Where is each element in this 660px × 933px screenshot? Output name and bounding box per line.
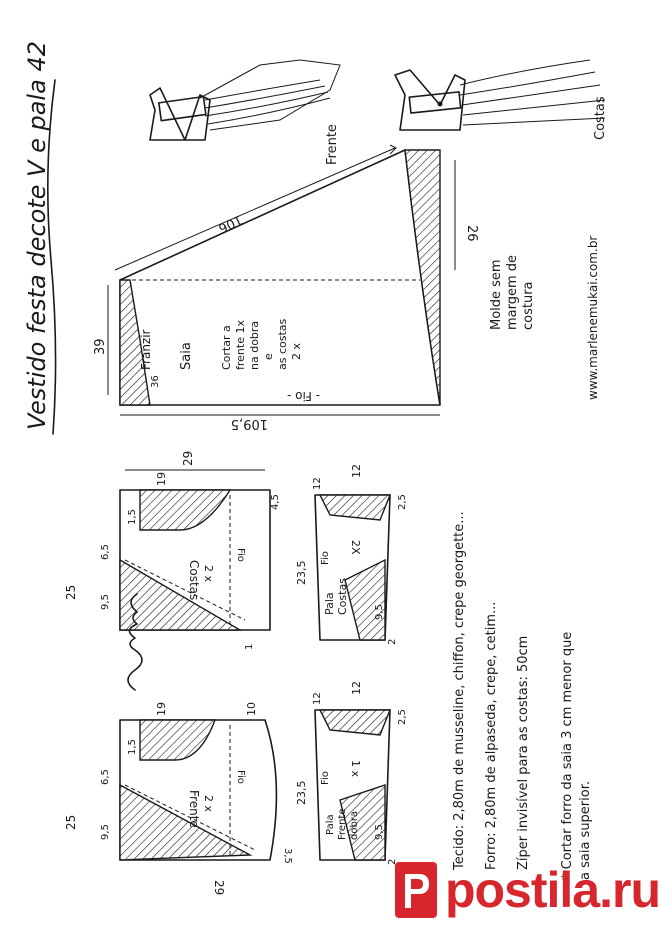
back-figure-label: Costas (593, 96, 608, 140)
label-frente_bodice-d95: 9,5 (100, 824, 111, 840)
label-skirt-cut-0: Cortar a (220, 325, 233, 370)
skirt-grain: - Fio - (287, 389, 320, 403)
label-costas_bodice-d1: 1 (244, 644, 255, 650)
label-frente_bodice-name-0: Frente (187, 790, 201, 828)
title-block: Vestido festa decote V e pala 42 (23, 41, 57, 435)
material-notes: Tecido: 2,80m de musseline, chiffon, cre… (452, 511, 531, 871)
label-skirt-cut-1: frente 1x (234, 320, 247, 370)
label-pala_costas-name-0: Pala (323, 592, 336, 615)
label-labels-molde_note-0: Molde sem (489, 259, 504, 330)
title-underline (47, 79, 57, 435)
skirt-name: Saia (179, 342, 194, 370)
label-frente_bodice-d25: 25 (64, 815, 78, 830)
label-costas_bodice-d29: 29 (181, 451, 195, 466)
costas-bodice-pattern: 29 19 1,5 6,5 25 9,5 4,5 1 Fio Costas 2 … (64, 451, 281, 650)
skirt-pattern: 106 26 39 109,5 Franzir 36 - Fio - Saia … (93, 144, 479, 431)
front-figure-label: Frente (325, 124, 340, 165)
label-skirt-cut-5: 2 x (290, 343, 303, 360)
label-pala_frente-count: 1 x (349, 760, 362, 777)
label-frente_bodice-d19: 19 (155, 702, 168, 716)
label-labels-molde_note-2: costura (521, 281, 536, 330)
note-tecido: Tecido: 2,80m de musseline, chiffon, cre… (452, 511, 467, 871)
label-frente_bodice-d35: 3,5 (282, 848, 293, 864)
note-ziper: Zíper invisível para as costas: 50cm (516, 636, 531, 870)
label-skirt-cut-2: na dobra (248, 321, 261, 370)
pala-costas-pattern: 12 12 23,5 2,5 9,5 2 Fio Pala Costas 2X (295, 464, 408, 645)
label-frente_bodice-grain: Fio (235, 770, 246, 784)
skirt-length-top: 106 (216, 211, 245, 235)
label-pala_frente-name-1: Frente (337, 809, 348, 840)
label-pala_frente-d2: 2 (387, 859, 398, 865)
molde-note: Molde sem margem de costura (489, 255, 536, 330)
pala-frente-pattern: 12 12 23,5 2,5 9,5 2 Fio Pala Frente dob… (295, 681, 408, 865)
label-costas_bodice-d95: 9,5 (100, 594, 111, 610)
label-pala_costas-d25: 2,5 (397, 494, 408, 510)
label-pala_costas-count: 2X (349, 540, 362, 555)
label-frente_bodice-d15: 1,5 (127, 739, 138, 755)
website-link: www.marlenemukai.com.br (586, 236, 600, 400)
label-costas_bodice-d25: 25 (64, 585, 78, 600)
dress-back-illustration: Costas (394, 59, 608, 140)
label-pala_frente-grain: Fio (320, 771, 331, 785)
label-frente_bodice-d65: 6,5 (100, 769, 111, 785)
note-forro: Forro: 2,80m de alpaseda, crepe, cetim..… (484, 602, 499, 870)
label-frente_bodice-d29: 29 (212, 880, 226, 895)
label-pala_frente-d12a: 12 (312, 692, 323, 705)
label-pala_frente-name-2: dobra (349, 811, 360, 840)
label-frente_bodice-name-1: 2 x (202, 795, 215, 812)
watermark-text: postila.ru (444, 861, 660, 918)
label-pala_costas-grain: Fio (320, 551, 331, 565)
lining-note: * Cortar forro da saia 3 cm menor que a … (560, 632, 593, 880)
label-pala_frente-d25: 2,5 (397, 709, 408, 725)
label-costas_bodice-d19: 19 (155, 472, 168, 486)
label-pala_frente-d235: 23,5 (295, 781, 308, 806)
skirt-left-dim: 39 (93, 338, 108, 355)
signature (127, 593, 143, 691)
frente-bodice-pattern: 19 10 1,5 6,5 25 9,5 29 3,5 Fio Frente 2… (64, 702, 293, 895)
label-costas_bodice-d65: 6,5 (100, 544, 111, 560)
label-pala_frente-name-0: Pala (325, 814, 336, 835)
watermark: postila.ru (395, 846, 660, 933)
label-pala_costas-d12a: 12 (312, 477, 323, 490)
label-pala_costas-d235: 23,5 (295, 561, 308, 586)
skirt-bottom-dim: 109,5 (231, 416, 268, 431)
label-pala_costas-d95: 9,5 (374, 604, 385, 620)
label-costas_bodice-grain: Fio (235, 548, 246, 562)
label-costas_bodice-name-0: Costas (187, 560, 201, 600)
label-pala_costas-d12b: 12 (350, 464, 363, 478)
label-pala_costas-d2: 2 (387, 639, 398, 645)
label-costas_bodice-name-1: 2 x (202, 565, 215, 582)
skirt-small-dim: 36 (150, 375, 161, 388)
label-costas_bodice-d45: 4,5 (270, 494, 281, 510)
skirt-hatch-right (404, 149, 441, 406)
watermark-logo-icon (395, 861, 437, 918)
label-skirt-cut-4: as costas (276, 318, 289, 370)
dress-front-illustration: Frente (149, 59, 341, 165)
label-pala_frente-d12b: 12 (350, 681, 363, 695)
label-skirt-cut-3: e (262, 353, 275, 360)
label-pala_frente-d95: 9,5 (374, 824, 385, 840)
skirt-franzir: Franzir (139, 329, 153, 370)
label-pala_costas-name-1: Costas (336, 578, 349, 615)
label-labels-molde_note-1: margem de (505, 255, 520, 330)
skirt-cut-instructions: Cortar a frente 1x na dobra e as costas … (220, 318, 303, 370)
page-title: Vestido festa decote V e pala 42 (23, 41, 51, 430)
label-frente_bodice-d10: 10 (245, 702, 258, 716)
label-costas_bodice-d15: 1,5 (127, 509, 138, 525)
label-notes-3: * Cortar forro da saia 3 cm menor que (560, 632, 575, 880)
label-notes-4: a saia superior. (578, 781, 593, 880)
skirt-right-dim: 26 (464, 225, 479, 242)
